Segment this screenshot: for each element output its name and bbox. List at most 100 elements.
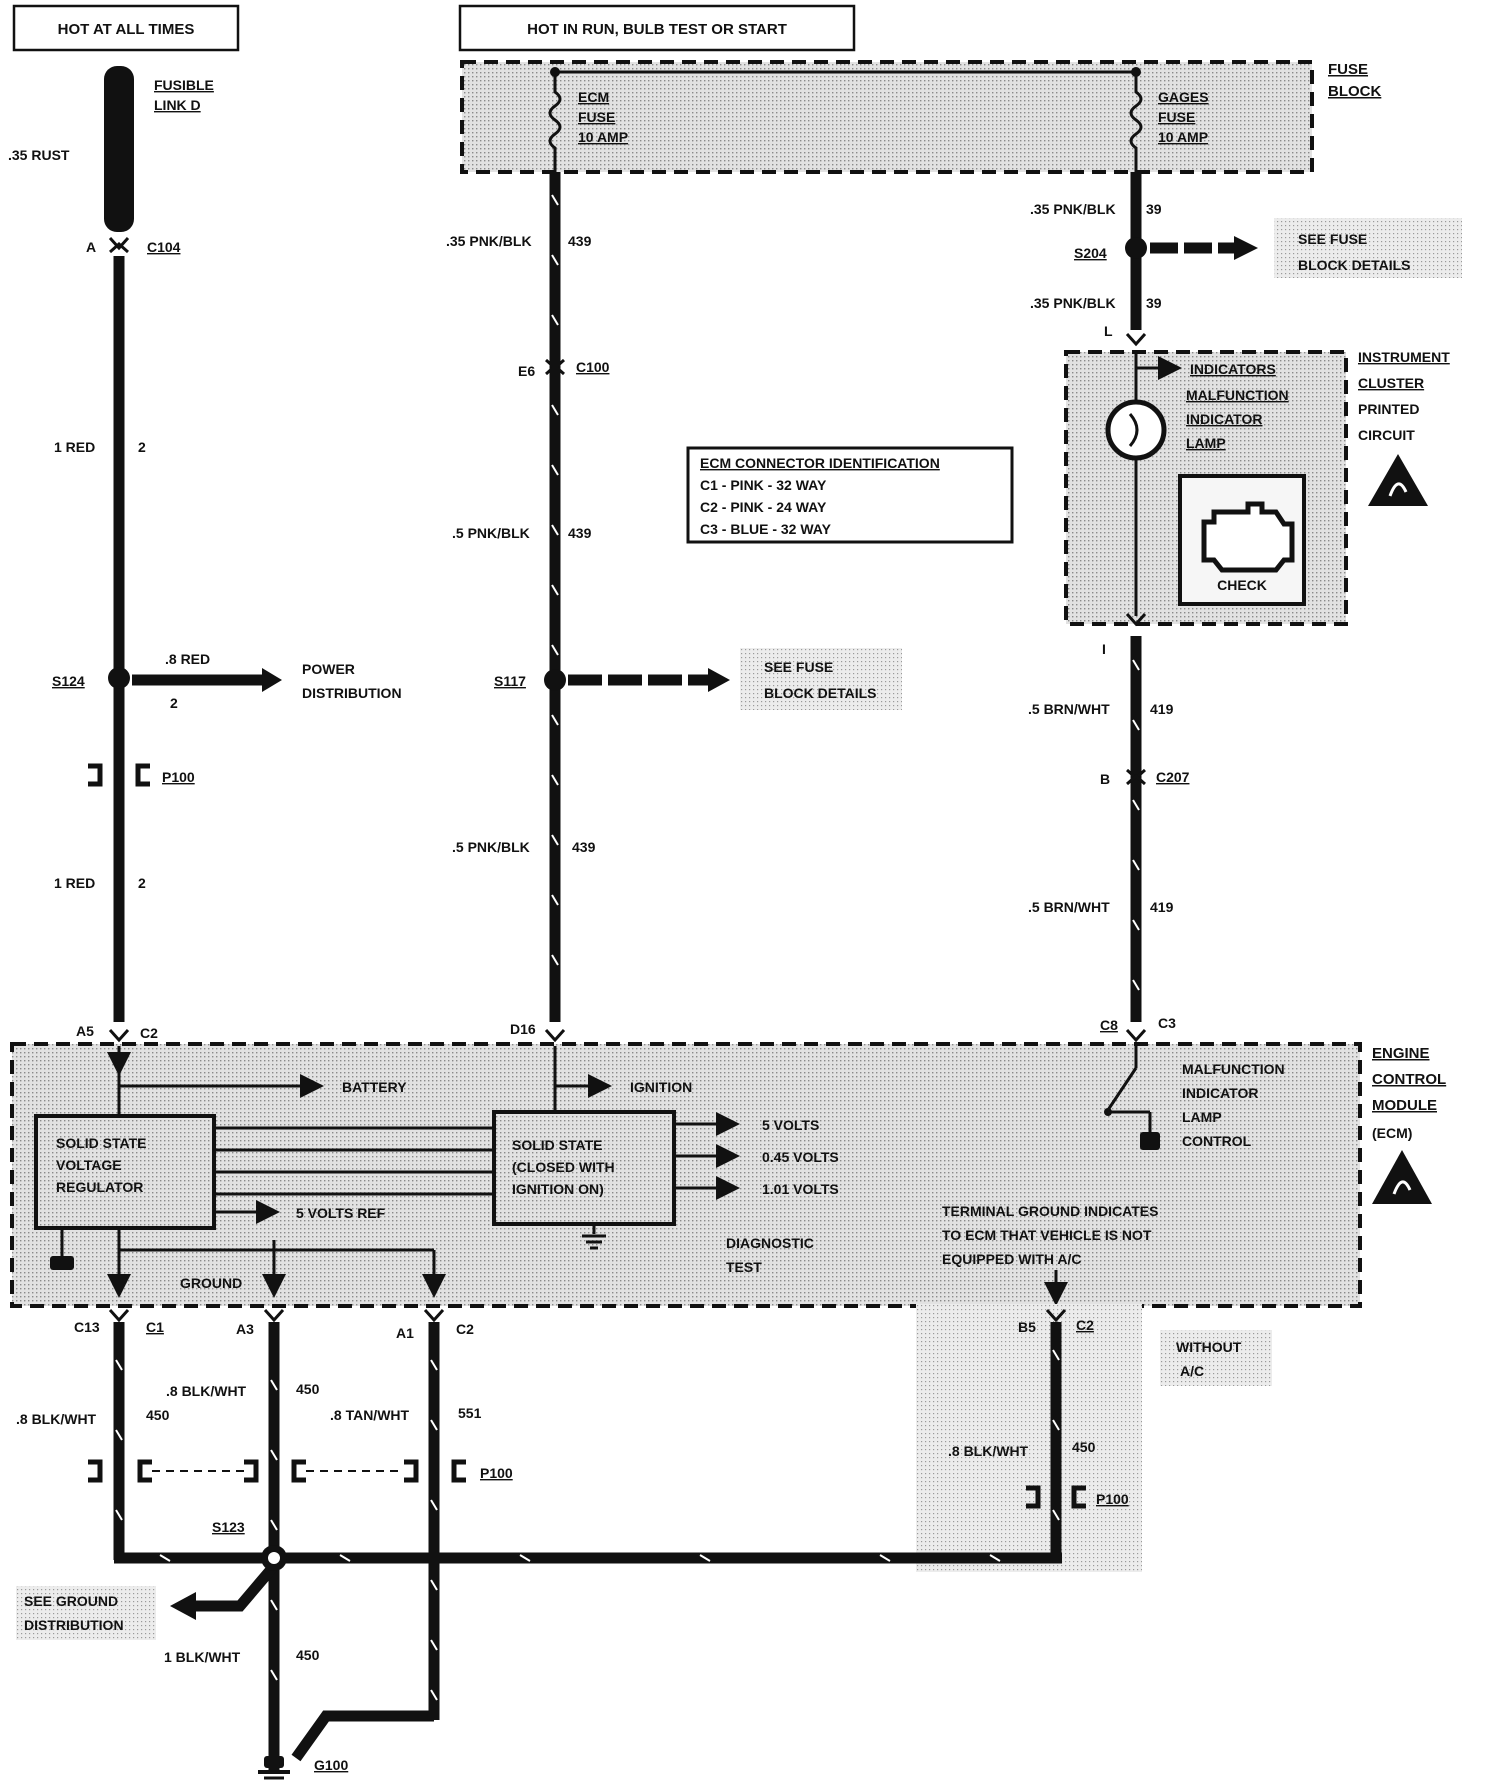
s117-splice bbox=[544, 669, 566, 691]
power-distribution-2: DISTRIBUTION bbox=[302, 685, 402, 701]
battery-label: BATTERY bbox=[342, 1079, 407, 1095]
pd-wire-color: .8 RED bbox=[165, 651, 210, 667]
five-volts-label: 5 VOLTS bbox=[762, 1117, 819, 1133]
s204-splice bbox=[1125, 237, 1147, 259]
ecm-connector-id-box: ECM CONNECTOR IDENTIFICATION C1 - PINK -… bbox=[686, 446, 1014, 544]
fusible-link-symbol bbox=[104, 66, 134, 232]
a3-pin: A3 bbox=[236, 1321, 254, 1337]
mid-wire2-num: 439 bbox=[568, 525, 592, 541]
mil-control-label-3: LAMP bbox=[1182, 1109, 1222, 1125]
s204-label: S204 bbox=[1074, 245, 1107, 261]
b5-p100-connector bbox=[1026, 1485, 1086, 1509]
c2-left: C2 bbox=[140, 1025, 158, 1041]
bottom-p100-label: P100 bbox=[480, 1465, 513, 1481]
b5-p100-label: P100 bbox=[1096, 1491, 1129, 1507]
check-label: CHECK bbox=[1217, 577, 1267, 593]
mid-see-fuse-2: BLOCK DETAILS bbox=[764, 685, 877, 701]
left-wire2-num: 2 bbox=[138, 875, 146, 891]
mil-control-label-4: CONTROL bbox=[1182, 1133, 1252, 1149]
c104-pin: A bbox=[86, 239, 96, 255]
ecm-id-line-2: C2 - PINK - 24 WAY bbox=[700, 499, 827, 515]
header-hot-at-all-times: HOT AT ALL TIMES bbox=[12, 4, 240, 52]
pin-i: I bbox=[1102, 641, 1106, 657]
bottom-p100-connector bbox=[88, 1459, 466, 1483]
ecm-title-1: ENGINE bbox=[1372, 1045, 1430, 1062]
cluster-label-1: INSTRUMENT bbox=[1358, 349, 1450, 365]
terminal-note-2: TO ECM THAT VEHICLE IS NOT bbox=[942, 1227, 1152, 1243]
w3-num: 551 bbox=[458, 1405, 482, 1421]
power-distribution-1: POWER bbox=[302, 661, 355, 677]
fusible-link-label-1: FUSIBLE bbox=[154, 77, 214, 93]
right-see-fuse-2: BLOCK DETAILS bbox=[1298, 257, 1411, 273]
left-p100-label: P100 bbox=[162, 769, 195, 785]
cluster-label-2: CLUSTER bbox=[1358, 375, 1424, 391]
w5-num: 450 bbox=[296, 1647, 320, 1663]
c3-label: C3 bbox=[1158, 1015, 1176, 1031]
header-hot-in-run: HOT IN RUN, BULB TEST OR START bbox=[458, 4, 856, 52]
w1-color: .8 BLK/WHT bbox=[16, 1411, 97, 1427]
solid-state-label-1: SOLID STATE bbox=[512, 1137, 602, 1153]
c100-label: C100 bbox=[576, 359, 610, 375]
right-wire2-num: 39 bbox=[1146, 295, 1162, 311]
ecm-id-title: ECM CONNECTOR IDENTIFICATION bbox=[700, 455, 940, 471]
c207-label: C207 bbox=[1156, 769, 1190, 785]
ecm-fuse-label-2: FUSE bbox=[578, 109, 615, 125]
s124-label: S124 bbox=[52, 673, 85, 689]
b5-pin: B5 bbox=[1018, 1319, 1036, 1335]
regulator-label-2: VOLTAGE bbox=[56, 1157, 122, 1173]
mid-wire3-color: .5 PNK/BLK bbox=[452, 839, 530, 855]
terminal-note-3: EQUIPPED WITH A/C bbox=[942, 1251, 1082, 1267]
ecm-esd-warning-icon bbox=[1372, 1150, 1432, 1204]
fuse-block-title-2: BLOCK bbox=[1328, 83, 1381, 100]
left-circuit: FUSIBLE LINK D .35 RUST A C104 1 RED 2 S… bbox=[8, 66, 402, 1041]
right-wire1-color: .35 PNK/BLK bbox=[1030, 201, 1116, 217]
c1-label: C1 bbox=[146, 1319, 164, 1335]
mil-lamp-label-1: MALFUNCTION bbox=[1186, 387, 1289, 403]
wire-035-rust: .35 RUST bbox=[8, 147, 70, 163]
right-wire3-num: 419 bbox=[1150, 701, 1174, 717]
w2-color: .8 BLK/WHT bbox=[166, 1383, 247, 1399]
without-ac-2: A/C bbox=[1180, 1363, 1204, 1379]
s123-label: S123 bbox=[212, 1519, 245, 1535]
right-wire2-color: .35 PNK/BLK bbox=[1030, 295, 1116, 311]
left-wire1-color: 1 RED bbox=[54, 439, 95, 455]
solid-state-label-3: IGNITION ON) bbox=[512, 1181, 604, 1197]
regulator-label-3: REGULATOR bbox=[56, 1179, 143, 1195]
ecm-title-4: (ECM) bbox=[1372, 1125, 1412, 1141]
w3-color: .8 TAN/WHT bbox=[330, 1407, 410, 1423]
gages-fuse-label-3: 10 AMP bbox=[1158, 129, 1208, 145]
middle-circuit: .35 PNK/BLK 439 E6 C100 .5 PNK/BLK 439 S… bbox=[446, 172, 902, 1037]
w2-num: 450 bbox=[296, 1381, 320, 1397]
ecm-title-2: CONTROL bbox=[1372, 1071, 1446, 1088]
e6-pin: E6 bbox=[518, 363, 535, 379]
see-ground-1: SEE GROUND bbox=[24, 1593, 118, 1609]
gages-fuse-symbol bbox=[1129, 72, 1143, 172]
mil-lamp-label-3: LAMP bbox=[1186, 435, 1226, 451]
right-wire4-color: .5 BRN/WHT bbox=[1028, 899, 1110, 915]
c2-label-bottom: C2 bbox=[456, 1321, 474, 1337]
five-volts-ref-label: 5 VOLTS REF bbox=[296, 1205, 386, 1221]
bottom-circuit: WITHOUT A/C C13 C1 A3 A1 C2 B5 C2 bbox=[16, 1304, 1272, 1780]
pd-wire-num: 2 bbox=[170, 695, 178, 711]
regulator-ground-icon bbox=[50, 1228, 74, 1270]
terminal-note-1: TERMINAL GROUND INDICATES bbox=[942, 1203, 1158, 1219]
diagnostic-label-1: DIAGNOSTIC bbox=[726, 1235, 814, 1251]
mid-wire1-color: .35 PNK/BLK bbox=[446, 233, 532, 249]
middle-wire-stripes bbox=[551, 194, 559, 966]
ecm-fuse-symbol bbox=[548, 72, 562, 172]
a5-pin: A5 bbox=[76, 1023, 94, 1039]
c104-label: C104 bbox=[147, 239, 181, 255]
ecm-id-line-1: C1 - PINK - 32 WAY bbox=[700, 477, 827, 493]
right-wire3-color: .5 BRN/WHT bbox=[1028, 701, 1110, 717]
left-wire1-num: 2 bbox=[138, 439, 146, 455]
gages-fuse-label-1: GAGES bbox=[1158, 89, 1209, 105]
fuse-block: ECM FUSE 10 AMP GAGES FUSE 10 AMP FUSE B… bbox=[460, 60, 1381, 174]
v045-label: 0.45 VOLTS bbox=[762, 1149, 839, 1165]
mid-see-fuse-1: SEE FUSE bbox=[764, 659, 833, 675]
cluster-label-3: PRINTED bbox=[1358, 401, 1419, 417]
solid-state-label-2: (CLOSED WITH bbox=[512, 1159, 615, 1175]
ecm-fuse-label-1: ECM bbox=[578, 89, 609, 105]
ecm-fuse-label-3: 10 AMP bbox=[578, 129, 628, 145]
solid-state-box bbox=[492, 1110, 676, 1226]
mid-wire1-num: 439 bbox=[568, 233, 592, 249]
